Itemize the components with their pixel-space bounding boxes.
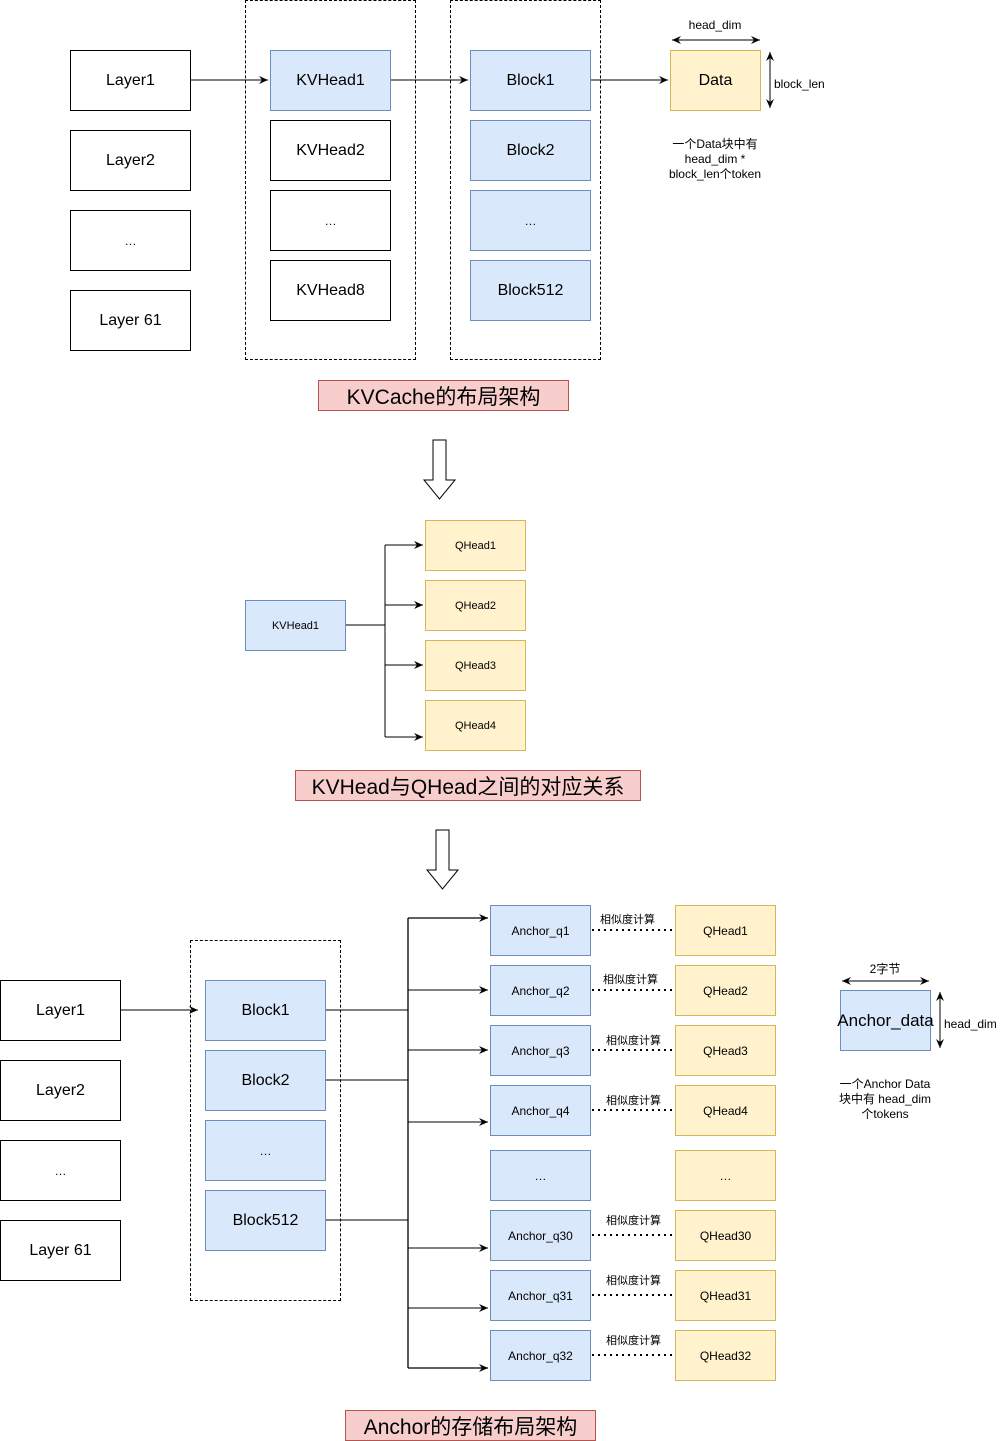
anchor-box: …	[490, 1150, 591, 1201]
qhead-box: QHead4	[675, 1085, 776, 1136]
similarity-label: 相似度计算	[606, 1335, 661, 1347]
kvhead-box: KVHead1	[270, 50, 391, 111]
similarity-label: 相似度计算	[603, 974, 658, 986]
qhead-box: …	[675, 1150, 776, 1201]
qhead-box: QHead31	[675, 1270, 776, 1321]
layer-box: Layer2	[0, 1060, 121, 1121]
anchor-box: Anchor_q4	[490, 1085, 591, 1136]
block-len-label: block_len	[774, 77, 825, 91]
similarity-label: 相似度计算	[606, 1215, 661, 1227]
qhead-box: QHead3	[425, 640, 526, 691]
block-box: Block512	[470, 260, 591, 321]
head-dim-label: head_dim	[688, 18, 742, 32]
block-group	[190, 940, 341, 1301]
layer-box: Layer 61	[70, 290, 191, 351]
down-arrow-2	[425, 829, 460, 890]
caption-kvcache-layout: KVCache的布局架构	[318, 380, 569, 411]
kvhead-box: …	[270, 190, 391, 251]
anchor-box: Anchor_q1	[490, 905, 591, 956]
kvhead-group	[245, 0, 416, 360]
data-note: 一个Data块中有 head_dim * block_len个token	[668, 137, 762, 181]
block-box: …	[205, 1120, 326, 1181]
anchor-box: Anchor_q30	[490, 1210, 591, 1261]
kvhead-box: KVHead8	[270, 260, 391, 321]
caption-kvhead-qhead-mapping: KVHead与QHead之间的对应关系	[295, 770, 641, 801]
anchor-box: Anchor_q3	[490, 1025, 591, 1076]
qhead-box: QHead2	[675, 965, 776, 1016]
qhead-box: QHead4	[425, 700, 526, 751]
down-arrow-1	[422, 439, 457, 500]
block-box: Block1	[470, 50, 591, 111]
kvhead-box: KVHead1	[245, 600, 346, 651]
block-box: Block2	[205, 1050, 326, 1111]
qhead-box: QHead3	[675, 1025, 776, 1076]
caption-anchor-layout: Anchor的存储布局架构	[345, 1410, 596, 1441]
layer-box: Layer 61	[0, 1220, 121, 1281]
qhead-box: QHead32	[675, 1330, 776, 1381]
data-box: Data	[670, 50, 761, 111]
anchor-head-dim-label: head_dim	[944, 1017, 997, 1031]
layer-box: Layer2	[70, 130, 191, 191]
similarity-label: 相似度计算	[606, 1095, 661, 1107]
qhead-box: QHead2	[425, 580, 526, 631]
anchor-note: 一个Anchor Data 块中有 head_dim 个tokens	[838, 1077, 932, 1121]
block-box: Block1	[205, 980, 326, 1041]
block-box: Block512	[205, 1190, 326, 1251]
anchor-box: Anchor_q2	[490, 965, 591, 1016]
layer-box: Layer1	[0, 980, 121, 1041]
kvhead-box: KVHead2	[270, 120, 391, 181]
bytes-label: 2字节	[869, 962, 901, 976]
qhead-box: QHead1	[425, 520, 526, 571]
block-box: Block2	[470, 120, 591, 181]
similarity-label: 相似度计算	[606, 1275, 661, 1287]
qhead-box: QHead1	[675, 905, 776, 956]
layer-box: Layer1	[70, 50, 191, 111]
qhead-box: QHead30	[675, 1210, 776, 1261]
layer-box: …	[0, 1140, 121, 1201]
similarity-label: 相似度计算	[606, 1035, 661, 1047]
block-box: …	[470, 190, 591, 251]
similarity-label: 相似度计算	[600, 914, 655, 926]
anchor-box: Anchor_q31	[490, 1270, 591, 1321]
layer-box: …	[70, 210, 191, 271]
block-group	[450, 0, 601, 360]
anchor-box: Anchor_q32	[490, 1330, 591, 1381]
anchor-data-box: Anchor_data	[837, 990, 934, 1051]
